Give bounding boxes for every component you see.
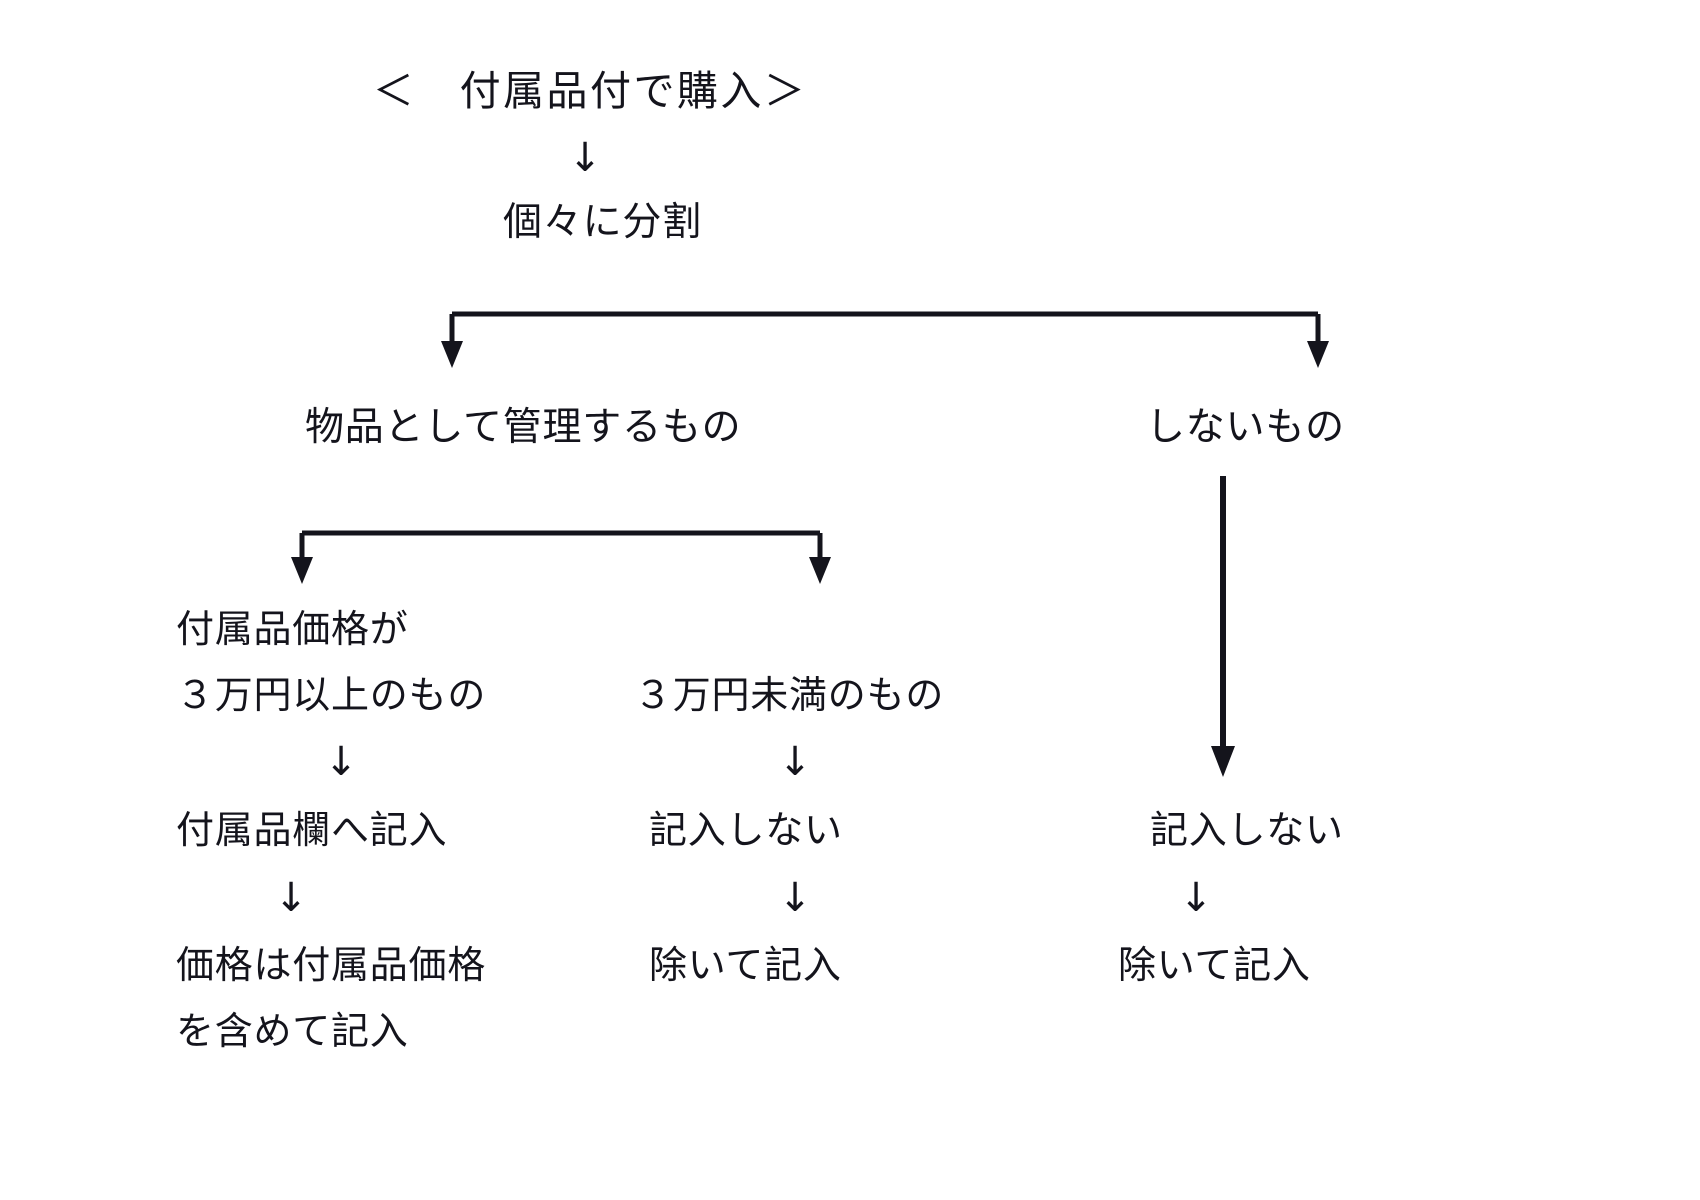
node-col2-action2: 除いて記入 (649, 943, 842, 987)
down-arrow-icon-col1-b: ↓ (274, 875, 308, 921)
node-col3-action2: 除いて記入 (1118, 943, 1311, 987)
node-col1-action1: 付属品欄へ記入 (176, 808, 448, 852)
node-col1-action2-line2: を含めて記入 (176, 1009, 409, 1053)
node-branch-not-manage: しないもの (1146, 405, 1345, 450)
down-arrow-icon-title: ↓ (568, 135, 602, 181)
node-col2-action1: 記入しない (649, 808, 843, 852)
node-col1-action2-line1: 価格は付属品価格 (176, 943, 487, 987)
down-arrow-icon-col2-b: ↓ (778, 875, 812, 921)
down-arrow-icon-col1-a: ↓ (324, 739, 358, 785)
split-to-branches-connector (440, 285, 1330, 380)
node-col3-action1: 記入しない (1150, 808, 1344, 852)
down-arrow-icon-col2-a: ↓ (778, 739, 812, 785)
node-branch-manage: 物品として管理するもの (305, 405, 742, 450)
manage-to-columns-connector (290, 505, 835, 595)
node-col2-condition: ３万円未満のもの (634, 673, 945, 717)
flowchart-title: ＜ 付属品付で購入＞ (372, 67, 808, 115)
node-split: 個々に分割 (503, 200, 702, 245)
node-col1-condition-line2: ３万円以上のもの (176, 673, 487, 717)
node-col1-condition-line1: 付属品価格が (176, 607, 409, 651)
down-arrow-icon-col3-a: ↓ (1179, 875, 1213, 921)
not-manage-vertical-connector (1205, 472, 1245, 784)
